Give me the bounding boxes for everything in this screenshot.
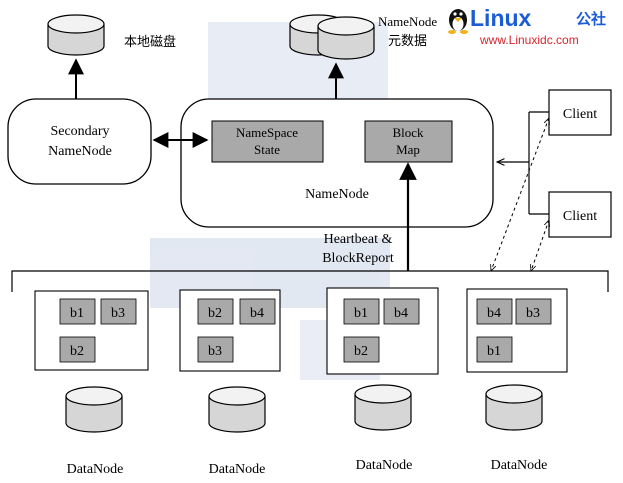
block-label: b2 — [208, 306, 222, 321]
block-label: b1 — [70, 306, 84, 321]
block-cell — [383, 298, 420, 325]
namenode-label: NameNode — [305, 187, 369, 202]
datanode-disk-icon — [65, 386, 123, 433]
datanode-label: DataNode — [491, 458, 548, 473]
block-label: b1 — [354, 306, 368, 321]
heartbeat-label-line1: Heartbeat & — [324, 232, 393, 247]
block-label: b3 — [208, 344, 222, 359]
block-map-line1: Block — [392, 125, 424, 140]
block-map-line2: Map — [396, 142, 420, 157]
block-cell — [59, 298, 96, 325]
block-label: b4 — [394, 306, 408, 321]
block-cell — [515, 298, 552, 325]
namespace-state-line2: State — [254, 142, 280, 157]
block-cell — [343, 336, 380, 363]
block-cell — [476, 336, 513, 363]
secondary-namenode-label-line2: NameNode — [48, 144, 112, 159]
heartbeat-label-line2: BlockReport — [322, 251, 394, 266]
datanode-label: DataNode — [356, 458, 413, 473]
datanode-3: b1 b4 b2 DataNode — [326, 287, 439, 473]
client2-cluster-dashed-arrow — [531, 220, 549, 271]
secondary-namenode-label-line1: Secondary — [50, 124, 109, 139]
namespace-state-box — [211, 120, 324, 163]
block-label: b4 — [250, 306, 264, 321]
datanode-4: b4 b3 b1 DataNode — [466, 288, 568, 473]
client-namenode-connector — [497, 111, 549, 215]
logo-brand: Linux — [470, 5, 532, 31]
namenode-metadata-label-line2: 元数据 — [388, 34, 427, 49]
penguin-icon — [448, 9, 468, 34]
datanode-2: b2 b4 b3 DataNode — [179, 289, 281, 477]
block-label: b3 — [526, 306, 540, 321]
block-cell — [239, 298, 276, 325]
datanode-disk-icon — [208, 386, 266, 433]
block-label: b2 — [70, 344, 84, 359]
block-label: b4 — [487, 306, 501, 321]
block-label: b3 — [111, 306, 125, 321]
block-cell — [59, 336, 96, 363]
block-cell — [343, 298, 380, 325]
datanode-disk-icon — [354, 384, 412, 431]
client-label-1: Client — [563, 107, 597, 122]
namenode-box — [180, 98, 494, 228]
namenode-metadata-disk-icon — [289, 14, 375, 60]
block-cell — [476, 298, 513, 325]
block-map-box — [364, 120, 453, 163]
block-cell — [100, 298, 137, 325]
datanode-1: b1 b3 b2 DataNode — [34, 290, 149, 477]
block-cell — [197, 336, 234, 363]
block-label: b1 — [487, 344, 501, 359]
logo-brand-suffix: 公社 — [576, 10, 606, 28]
datanode-cluster-bracket — [11, 270, 609, 292]
linuxidc-logo: Linux 公社 www.Linuxidc.com — [448, 5, 606, 47]
datanode-label: DataNode — [67, 462, 124, 477]
client-box-2 — [548, 191, 612, 238]
namespace-state-line1: NameSpace — [236, 125, 298, 140]
namenode-metadata-label-line1: NameNode — [378, 14, 437, 29]
local-disk-icon — [47, 14, 105, 56]
logo-url: www.Linuxidc.com — [479, 33, 579, 47]
block-cell — [197, 298, 234, 325]
client1-cluster-dashed-arrow — [491, 118, 549, 271]
local-disk-label: 本地磁盘 — [124, 34, 176, 50]
datanode-label: DataNode — [209, 462, 266, 477]
client-label-2: Client — [563, 209, 597, 224]
block-label: b2 — [354, 344, 368, 359]
secondary-namenode-box — [7, 98, 152, 185]
datanode-disk-icon — [485, 384, 543, 431]
